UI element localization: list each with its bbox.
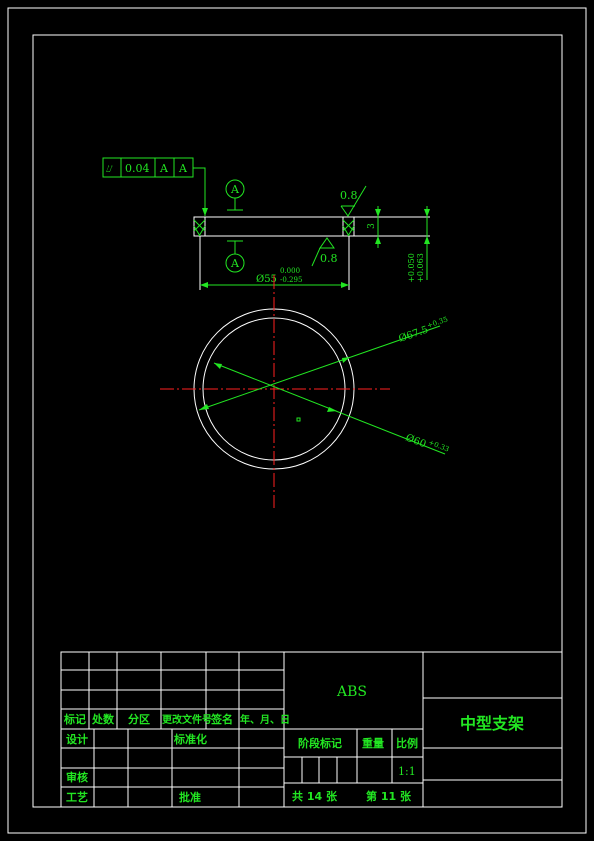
gdt-datum-1: A <box>159 162 169 175</box>
dim-right-upper: +0.050 <box>407 253 416 283</box>
gdt-frame: ⌰ 0.04 A A <box>102 157 208 216</box>
datum-marker-top: A <box>225 179 245 211</box>
row-process: 工艺 <box>66 790 88 804</box>
dim-width-upper: 0.000 <box>280 267 300 275</box>
stage-label: 阶段标记 <box>298 736 342 750</box>
datum-bottom-label: A <box>230 257 240 270</box>
dim-d2-base: Ø60 <box>404 433 427 451</box>
dim-d1-base: Ø67.5 <box>397 325 429 345</box>
roughness-top: 0.8 <box>340 185 367 217</box>
header-col-1: 标记 <box>63 712 86 726</box>
row-design: 设计 <box>66 732 88 746</box>
roughness-top-value: 0.8 <box>340 189 358 202</box>
roughness-bottom: 0.8 <box>311 237 338 267</box>
row-review: 审核 <box>66 770 88 784</box>
dim-right: +0.050 +0.063 <box>407 206 430 283</box>
dim-d1-tol: +0.35 <box>426 315 449 330</box>
header-col-3: 分区 <box>128 712 150 726</box>
dim-height: 3 <box>367 206 381 248</box>
outer-frame <box>7 7 587 834</box>
scale-label: 比例 <box>396 736 418 750</box>
datum-top-label: A <box>230 183 240 196</box>
total-sheets: 共 14 张 <box>292 789 338 803</box>
dim-diameter-inner: Ø60 +0.33 <box>213 362 450 455</box>
datum-marker-bottom: A <box>225 240 245 273</box>
row-approve: 批准 <box>179 790 201 804</box>
gdt-symbol: ⌰ <box>106 164 113 175</box>
header-col-2: 处数 <box>91 712 115 726</box>
dim-diameter-outer: Ø67.5 +0.35 <box>198 315 449 411</box>
weight-label: 重量 <box>362 736 384 750</box>
header-col-6: 年、月、日 <box>240 713 290 726</box>
row-standard: 标准化 <box>173 732 207 746</box>
ring-section-view <box>193 216 430 290</box>
header-col-5: 签名 <box>210 712 233 726</box>
title-block: 标记 处数 分区 更改文件号 签名 年、月、日 设计 标准化 审核 工艺 批准 … <box>60 651 563 808</box>
roughness-bottom-value: 0.8 <box>320 252 338 265</box>
part-name: 中型支架 <box>460 714 524 733</box>
dim-width-lower: -0.295 <box>280 276 302 284</box>
dim-right-lower: +0.063 <box>416 253 425 283</box>
scale-value: 1:1 <box>398 765 416 778</box>
dim-height-value: 3 <box>367 223 377 229</box>
sheet-number: 第 11 张 <box>366 789 412 803</box>
dim-width-base: Ø55 <box>256 274 277 285</box>
ring-front-view <box>160 275 390 508</box>
gdt-tolerance: 0.04 <box>125 162 150 175</box>
material: ABS <box>336 684 367 700</box>
gdt-datum-2: A <box>178 162 188 175</box>
header-col-4: 更改文件号 <box>162 713 212 726</box>
